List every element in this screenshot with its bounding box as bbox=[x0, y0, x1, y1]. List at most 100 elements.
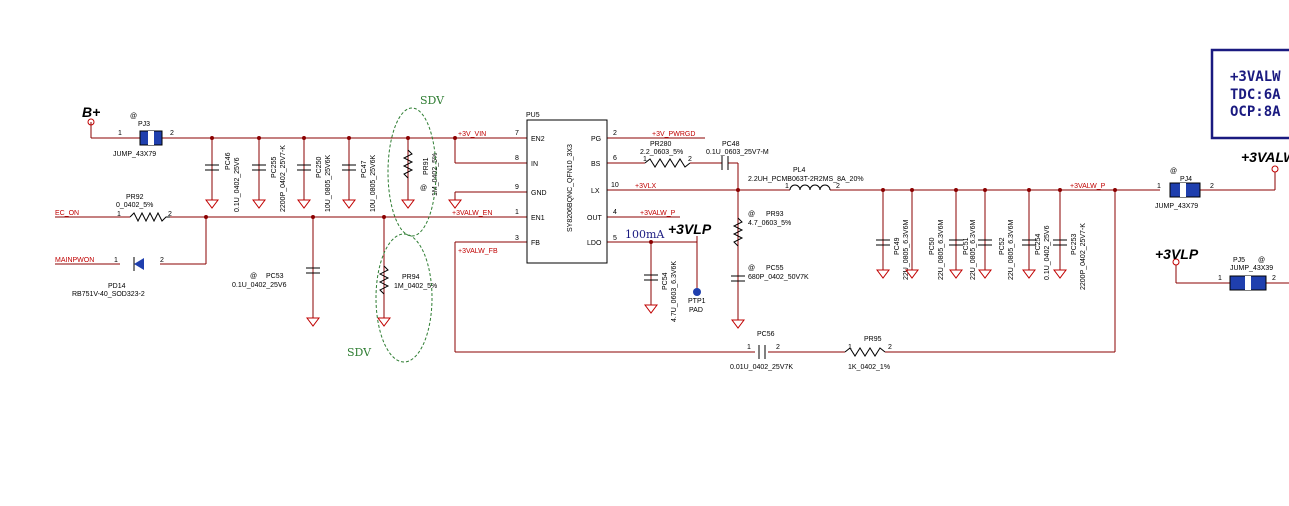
b-plus-label: B+ bbox=[82, 104, 100, 120]
svg-text:PC55: PC55 bbox=[766, 265, 784, 272]
svg-text:LX: LX bbox=[591, 188, 600, 195]
sdv-label-bottom: SDV bbox=[347, 346, 372, 359]
svg-text:1: 1 bbox=[1218, 275, 1222, 282]
net-3valw: +3VALW bbox=[1241, 149, 1289, 165]
pc52-capacitor: PC52 22U_0805_6.3V6M bbox=[999, 220, 1036, 280]
ptp1-pad: PTP1 PAD bbox=[688, 288, 706, 314]
sdv-outline-bottom bbox=[375, 233, 433, 363]
sdv-outline-top bbox=[387, 107, 437, 237]
svg-text:@: @ bbox=[250, 273, 257, 280]
svg-text:EN1: EN1 bbox=[531, 215, 545, 222]
pj5-jumper: PJ5 @ JUMP_43X39 1 2 bbox=[1218, 257, 1276, 291]
svg-text:PTP1: PTP1 bbox=[688, 298, 706, 305]
svg-text:PC254: PC254 bbox=[1035, 233, 1042, 255]
svg-text:4.7U_0603_6.3V6K: 4.7U_0603_6.3V6K bbox=[671, 261, 678, 322]
svg-text:3: 3 bbox=[515, 235, 519, 242]
svg-text:1: 1 bbox=[515, 209, 519, 216]
svg-text:1: 1 bbox=[114, 257, 118, 264]
svg-text:2200P_0402_25V7-K: 2200P_0402_25V7-K bbox=[1080, 223, 1087, 290]
net-3v-vin: +3V_VIN bbox=[458, 131, 486, 138]
svg-text:680P_0402_50V7K: 680P_0402_50V7K bbox=[748, 274, 809, 281]
svg-text:2: 2 bbox=[1210, 183, 1214, 190]
svg-text:PC54: PC54 bbox=[662, 272, 669, 290]
svg-text:PR95: PR95 bbox=[864, 336, 882, 343]
svg-text:2: 2 bbox=[688, 156, 692, 163]
wires bbox=[55, 122, 1289, 353]
net-3vlx: +3VLX bbox=[635, 183, 657, 190]
svg-text:IN: IN bbox=[531, 161, 538, 168]
pj3-ref: PJ3 bbox=[138, 121, 150, 128]
note-line-3: OCP:8A bbox=[1230, 104, 1281, 120]
svg-text:PC49: PC49 bbox=[894, 237, 901, 255]
svg-text:2: 2 bbox=[613, 130, 617, 137]
pc48-capacitor: PC48 0.1U_0603_25V7-M bbox=[706, 141, 769, 170]
pc53-capacitor: @ PC53 0.1U_0402_25V6 bbox=[232, 267, 320, 327]
svg-text:PC255: PC255 bbox=[271, 156, 278, 178]
svg-text:PR280: PR280 bbox=[650, 141, 672, 148]
svg-text:2: 2 bbox=[168, 211, 172, 218]
svg-text:2.2UH_PCMB063T-2R2MS_8A_20%: 2.2UH_PCMB063T-2R2MS_8A_20% bbox=[748, 176, 864, 183]
svg-text:BS: BS bbox=[591, 161, 601, 168]
svg-text:2: 2 bbox=[160, 257, 164, 264]
pc46-capacitor: PC46 0.1U_0402_25V6 bbox=[205, 152, 241, 212]
svg-text:PC47: PC47 bbox=[361, 160, 368, 178]
svg-text:@: @ bbox=[420, 185, 427, 192]
pc47-capacitor: PC47 10U_0805_25V6K bbox=[342, 154, 377, 212]
svg-text:4: 4 bbox=[613, 209, 617, 216]
svg-text:7: 7 bbox=[515, 130, 519, 137]
pc49-capacitor: PC49 22U_0805_6.3V6M bbox=[876, 220, 910, 280]
pc51-capacitor: PC51 22U_0805_6.3V6M bbox=[963, 220, 992, 280]
net-3v-pwrgd: +3V_PWRGD bbox=[652, 131, 695, 138]
svg-text:@: @ bbox=[130, 113, 137, 120]
svg-text:PL4: PL4 bbox=[793, 167, 806, 174]
svg-text:PC48: PC48 bbox=[722, 141, 740, 148]
svg-text:2: 2 bbox=[1272, 275, 1276, 282]
svg-text:2200P_0402_25V7-K: 2200P_0402_25V7-K bbox=[280, 145, 287, 212]
svg-text:@: @ bbox=[1258, 257, 1265, 264]
svg-text:PC52: PC52 bbox=[999, 237, 1006, 255]
svg-text:PJ4: PJ4 bbox=[1180, 176, 1192, 183]
svg-text:4.7_0603_5%: 4.7_0603_5% bbox=[748, 220, 791, 227]
svg-text:1M_0402_5%: 1M_0402_5% bbox=[394, 283, 437, 290]
svg-text:@: @ bbox=[748, 265, 755, 272]
ldo-current-label: 100mA bbox=[625, 228, 665, 241]
svg-text:PC53: PC53 bbox=[266, 273, 284, 280]
svg-text:10: 10 bbox=[611, 182, 619, 189]
note-line-1: +3VALW bbox=[1230, 69, 1281, 85]
svg-text:1: 1 bbox=[747, 344, 751, 351]
svg-text:1K_0402_1%: 1K_0402_1% bbox=[848, 364, 890, 371]
svg-text:RB751V-40_SOD323-2: RB751V-40_SOD323-2 bbox=[72, 291, 145, 298]
svg-text:EN2: EN2 bbox=[531, 136, 545, 143]
svg-text:PC250: PC250 bbox=[316, 156, 323, 178]
net-3vlp-pj5: +3VLP bbox=[1155, 246, 1199, 262]
svg-text:PC253: PC253 bbox=[1071, 233, 1078, 255]
pr92-resistor: PR92 0_0402_5% bbox=[116, 194, 170, 223]
svg-text:PR93: PR93 bbox=[766, 211, 784, 218]
svg-text:PC50: PC50 bbox=[929, 237, 936, 255]
svg-text:@: @ bbox=[748, 211, 755, 218]
pj4-jumper: @ PJ4 JUMP_43X79 1 2 bbox=[1155, 168, 1214, 210]
svg-text:OUT: OUT bbox=[587, 215, 603, 222]
pc253-capacitor: PC253 2200P_0402_25V7-K bbox=[1071, 223, 1087, 290]
pu5-part: SY8206BQNC_QFN10_3X3 bbox=[567, 144, 574, 232]
pc55-capacitor: @ PC55 680P_0402_50V7K bbox=[731, 265, 809, 329]
pc254-capacitor: PC254 0.1U_0402_25V6 bbox=[1035, 225, 1067, 280]
pr94-resistor: PR94 1M_0402_5% bbox=[377, 265, 437, 327]
svg-text:22U_0805_6.3V6M: 22U_0805_6.3V6M bbox=[970, 220, 977, 280]
svg-text:GND: GND bbox=[531, 190, 547, 197]
svg-text:0.01U_0402_25V7K: 0.01U_0402_25V7K bbox=[730, 364, 793, 371]
svg-text:9: 9 bbox=[515, 184, 519, 191]
svg-text:PJ5: PJ5 bbox=[1233, 257, 1245, 264]
svg-text:6: 6 bbox=[613, 155, 617, 162]
svg-text:2: 2 bbox=[776, 344, 780, 351]
svg-text:8: 8 bbox=[515, 155, 519, 162]
svg-text:PR94: PR94 bbox=[402, 274, 420, 281]
svg-text:0.1U_0402_25V6: 0.1U_0402_25V6 bbox=[1044, 225, 1051, 280]
svg-text:PR92: PR92 bbox=[126, 194, 144, 201]
b-plus-port: B+ bbox=[82, 104, 100, 126]
svg-text:PC56: PC56 bbox=[757, 331, 775, 338]
pr95-resistor: PR95 1K_0402_1% bbox=[844, 336, 890, 371]
svg-text:@: @ bbox=[1170, 168, 1177, 175]
